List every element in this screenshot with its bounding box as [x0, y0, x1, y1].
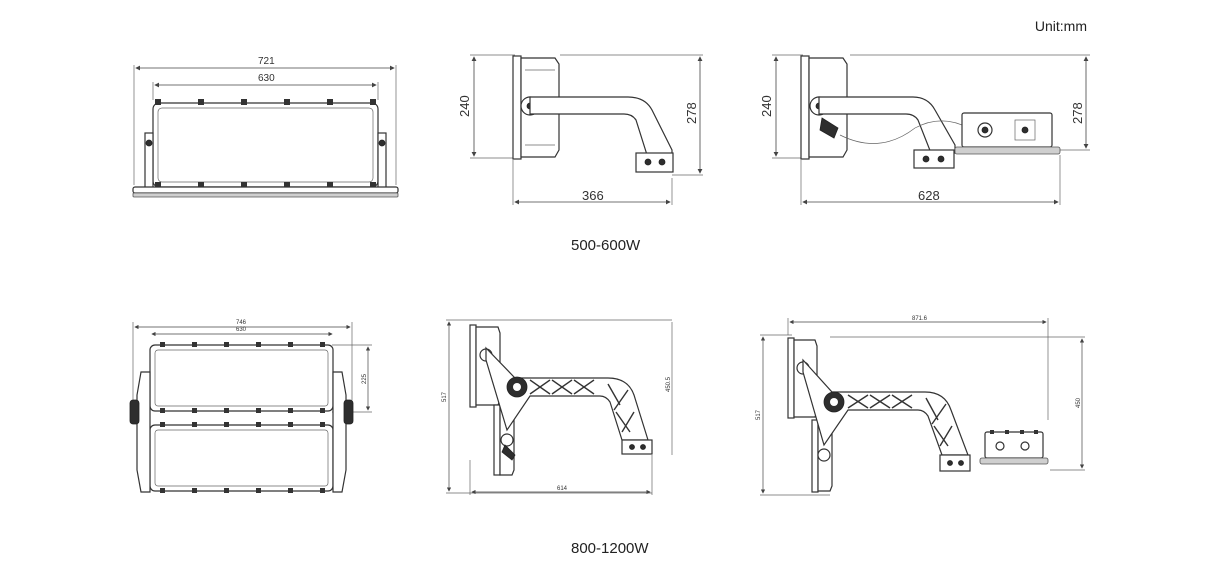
dim-overall-width: 721 — [258, 56, 275, 67]
dim-height-left: 240 — [759, 95, 774, 117]
dim-module-height: 225 — [362, 373, 368, 384]
caption-row1: 500-600W — [571, 237, 641, 254]
caption-row2: 800-1200W — [571, 540, 649, 557]
dim-inner-width: 630 — [236, 327, 247, 333]
dim-overall-width: 746 — [236, 320, 247, 326]
dim-height-right: 450.5 — [666, 376, 672, 392]
dim-height-left: 517 — [756, 409, 762, 420]
dim-depth: 366 — [582, 188, 604, 203]
dim-height-right: 278 — [1070, 102, 1085, 124]
dim-inner-width: 630 — [258, 73, 275, 84]
row2-front-view: 746 630 225 — [129, 320, 372, 493]
row1-front-view: 721 630 — [132, 56, 399, 198]
unit-label: Unit:mm — [1034, 18, 1087, 34]
row1-side-view: 240 278 366 — [457, 54, 703, 205]
dim-depth: 614 — [557, 486, 568, 492]
row2-side-driver-view: 871.6 517 450 — [756, 316, 1085, 496]
dim-height-left: 240 — [457, 95, 472, 117]
dim-depth: 628 — [918, 188, 940, 203]
dim-width-top: 871.6 — [912, 316, 928, 322]
row1-side-driver-view: 240 278 628 — [759, 54, 1090, 205]
dim-height-left: 517 — [442, 391, 448, 402]
dim-height-right: 278 — [684, 102, 699, 124]
dim-height-right: 450 — [1076, 397, 1082, 408]
row2-side-view: 517 450.5 614 — [442, 319, 673, 495]
